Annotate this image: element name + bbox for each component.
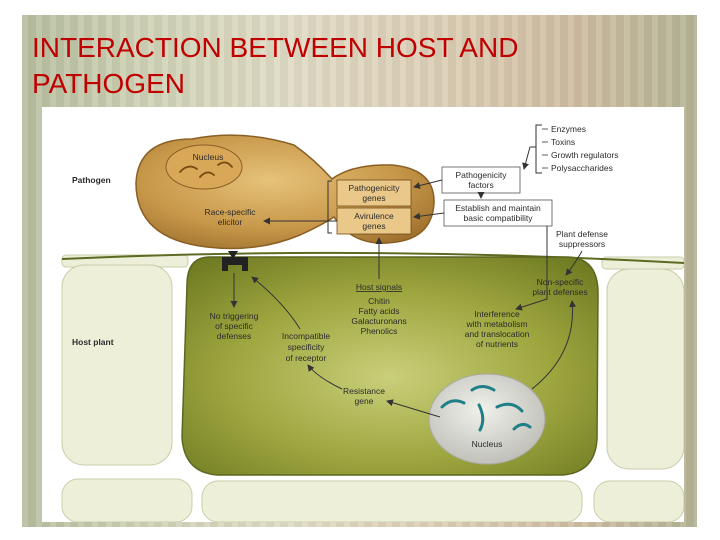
- host-cell-left: [61, 264, 173, 466]
- pathogen-nucleus-label: Nucleus: [193, 152, 224, 162]
- host-cell-bottom-mid: [201, 480, 583, 522]
- race-specific-elicitor-label-2: elicitor: [218, 217, 243, 227]
- pathogenicity-genes-label-1: Pathogenicity: [348, 183, 400, 193]
- non-specific-defenses-label-2: plant defenses: [532, 287, 587, 297]
- avirulence-genes-label-2: genes: [362, 221, 385, 231]
- arrow-establish-to-interference: [515, 226, 548, 311]
- no-triggering-label-3: defenses: [217, 331, 252, 341]
- products-bracket: [530, 124, 542, 174]
- host-plant-side-label: Host plant: [72, 337, 114, 347]
- arrow-factors-to-genes: [413, 179, 443, 189]
- pathogenicity-factors-box: [441, 166, 521, 194]
- plant-defense-suppressors-label-1: Plant defense: [556, 229, 608, 239]
- membrane-line: [61, 251, 684, 264]
- host-nucleus-label: Nucleus: [472, 439, 503, 449]
- arrow-nucleus-to-nonspecific: [531, 300, 577, 390]
- incompatible-label-1: Incompatible: [282, 331, 330, 341]
- product-growth-regulators: Growth regulators: [551, 150, 619, 160]
- race-specific-elicitor-label-1: Race-specific: [204, 207, 256, 217]
- arrow-suppressors-to-nonspecific: [565, 250, 583, 276]
- establish-label-1: Establish and maintain: [455, 203, 541, 213]
- gene-bracket: [327, 180, 332, 234]
- pathogen-products-list: Enzymes Toxins Growth regulators Polysac…: [542, 124, 619, 173]
- avirulence-genes-box: [336, 207, 412, 235]
- incompatible-label-2: specificity: [288, 342, 326, 352]
- product-toxins: Toxins: [551, 137, 575, 147]
- host-nucleus: [428, 373, 546, 465]
- pathogenicity-genes-box: [336, 179, 412, 207]
- interference-label-3: and translocation: [465, 329, 530, 339]
- arrow-incompatible: [251, 276, 301, 330]
- host-signal-fatty-acids: Fatty acids: [358, 306, 399, 316]
- arrow-nucleus-to-resistance: [386, 399, 441, 418]
- slide-title: INTERACTION BETWEEN HOST AND PATHOGEN: [32, 30, 672, 102]
- host-cell-bottom-left: [61, 478, 193, 522]
- resistance-gene-label-2: gene: [355, 396, 374, 406]
- resistance-gene-label-1: Resistance: [343, 386, 385, 396]
- elicitor-receptor-symbol: [222, 251, 248, 271]
- arrow-products-to-factors: [522, 146, 531, 170]
- host-signals-heading: Host signals: [356, 282, 402, 292]
- arrow-establish-to-avirulence: [413, 212, 445, 220]
- plant-defense-suppressors-label-2: suppressors: [559, 239, 605, 249]
- host-cell-right: [606, 268, 684, 470]
- pathogenicity-factors-label-1: Pathogenicity: [455, 170, 507, 180]
- host-signal-galacturonans: Galacturonans: [351, 316, 406, 326]
- no-triggering-label-2: of specific: [215, 321, 254, 331]
- title-line-2: PATHOGEN: [32, 68, 185, 99]
- product-enzymes: Enzymes: [551, 124, 586, 134]
- interference-label-1: Interference: [474, 309, 520, 319]
- pathogen-nucleus: [165, 144, 243, 190]
- product-polysaccharides: Polysaccharides: [551, 163, 613, 173]
- title-line-1: INTERACTION BETWEEN HOST AND: [32, 32, 519, 63]
- pathogen-chromatin: [179, 161, 233, 178]
- arrows: [230, 146, 583, 418]
- incompatible-label-3: of receptor: [286, 353, 327, 363]
- establish-compatibility-box: [443, 199, 553, 227]
- host-signal-phenolics: Phenolics: [361, 326, 398, 336]
- host-cell-bottom-right: [593, 480, 684, 522]
- interference-label-2: with metabolism: [466, 319, 528, 329]
- pathogen-side-label: Pathogen: [72, 175, 111, 185]
- diagram-panel: Nucleus Nucleus Pathogenicity genes Avir…: [42, 107, 684, 522]
- pathogenicity-genes-label-2: genes: [362, 193, 385, 203]
- host-pathogen-diagram: Nucleus Nucleus Pathogenicity genes Avir…: [61, 124, 684, 522]
- no-triggering-label-1: No triggering: [210, 311, 259, 321]
- non-specific-defenses-label-1: Non-specific: [537, 277, 585, 287]
- interference-label-4: of nutrients: [476, 339, 518, 349]
- arrow-resistance-to-incompatible: [307, 364, 343, 390]
- host-chromatin: [440, 385, 532, 432]
- host-signal-chitin: Chitin: [368, 296, 390, 306]
- avirulence-genes-label-1: Avirulence: [354, 211, 394, 221]
- establish-label-2: basic compatibility: [464, 213, 534, 223]
- pathogenicity-factors-label-2: factors: [468, 180, 494, 190]
